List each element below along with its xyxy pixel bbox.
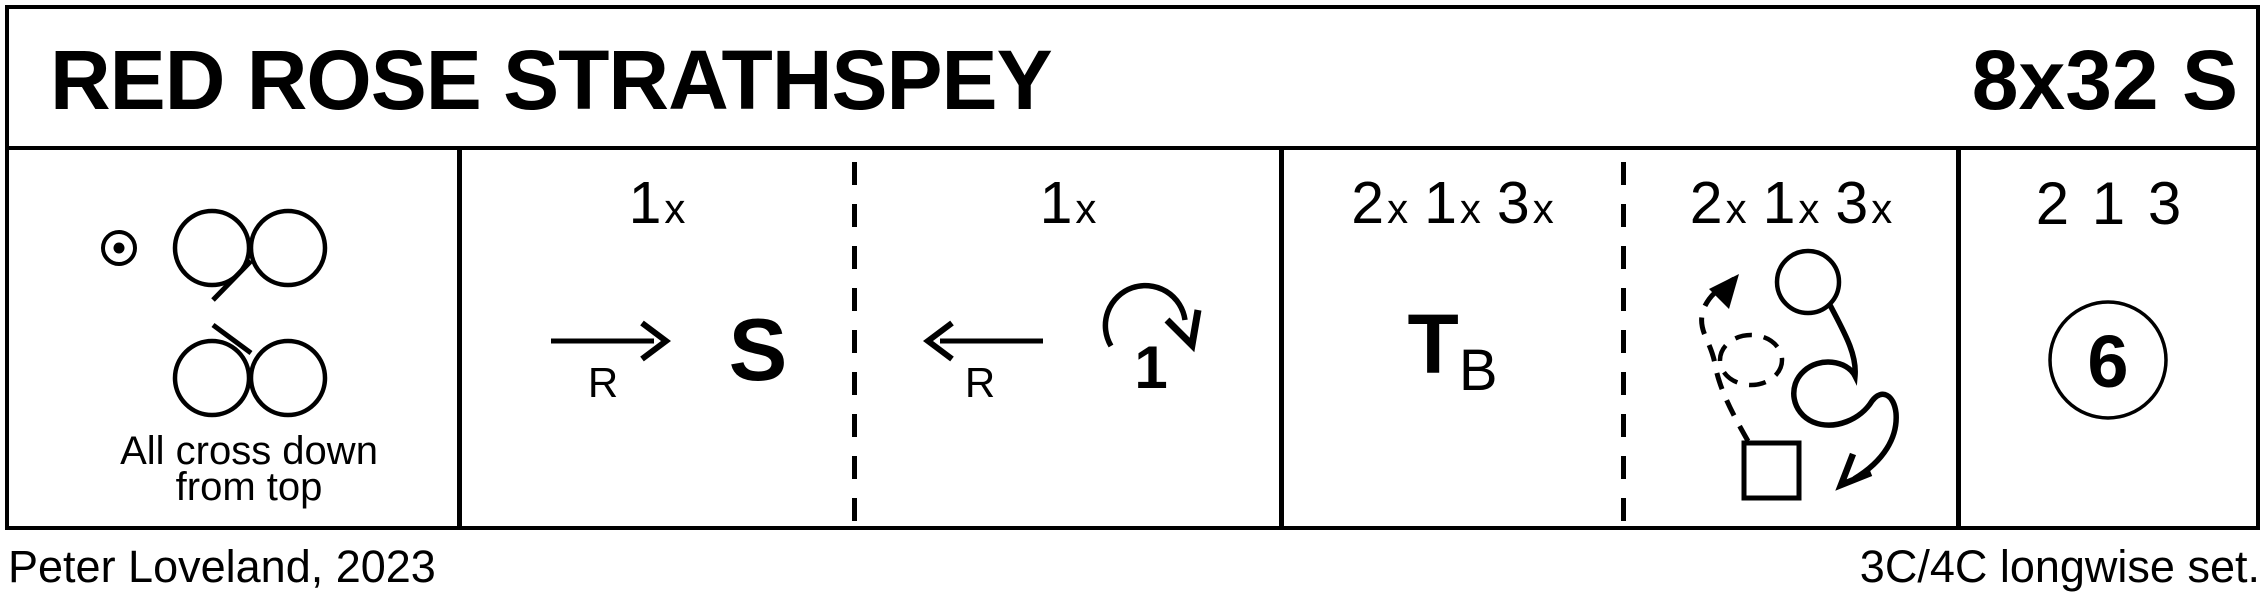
footer: Peter Loveland, 2023 3C/4C longwise set. bbox=[8, 544, 2260, 589]
cell-divider-solid bbox=[457, 150, 462, 526]
repeat-sub: x bbox=[1387, 185, 1409, 232]
repeat-sub: x bbox=[1725, 185, 1747, 232]
woman-ghost-ellipse bbox=[1717, 332, 1785, 388]
repeat-num: 3 bbox=[1835, 170, 1869, 236]
repeat-count: 2x 1x 3x bbox=[1626, 174, 1956, 233]
cell-divider-solid bbox=[1279, 150, 1284, 526]
dancer-circle bbox=[172, 338, 252, 418]
turn-arc-icon bbox=[1102, 282, 1188, 348]
turn-symbol-group: TB bbox=[1284, 302, 1621, 400]
repeat-num: 3 bbox=[1496, 170, 1530, 236]
repeat-num: 1 bbox=[1424, 170, 1457, 236]
repeat-sub: x bbox=[1871, 185, 1893, 232]
cell-figure-1: 1x R S bbox=[462, 150, 852, 526]
repeat-token: 3x bbox=[1835, 174, 1892, 233]
repeat-token: 1x bbox=[1040, 174, 1097, 233]
cell-divider-solid bbox=[1956, 150, 1961, 526]
dance-title: RED ROSE STRATHSPEY bbox=[50, 33, 1053, 127]
repeat-count: 2x 1x 3x bbox=[1284, 174, 1621, 233]
bars-count: 6 bbox=[2087, 320, 2128, 403]
end-position-diagram: 6 bbox=[2048, 300, 2168, 420]
start-caption-line2: from top bbox=[175, 465, 323, 509]
facing-tail bbox=[211, 322, 253, 356]
repeat-time-signature: 8x32 S bbox=[1971, 33, 2238, 127]
cell-divider-dashed bbox=[852, 150, 857, 526]
set-type: 3C/4C longwise set. bbox=[1859, 541, 2260, 592]
dancer-circle bbox=[248, 338, 328, 418]
repeat-sub: x bbox=[664, 185, 686, 232]
repeat-num: 1 bbox=[628, 170, 662, 236]
cell-end-position: 2 1 3 6 bbox=[1961, 150, 2256, 526]
woman-circle bbox=[1774, 248, 1842, 316]
facing-tail bbox=[211, 259, 253, 302]
start-caption-line1: All cross down bbox=[120, 429, 378, 473]
title-bar: RED ROSE STRATHSPEY 8x32 S bbox=[5, 5, 2260, 146]
repeat-num: 2 bbox=[1351, 170, 1385, 236]
start-caption: All cross down from top bbox=[25, 429, 473, 509]
repeat-sub: x bbox=[1798, 185, 1820, 232]
top-of-set-marker-dot bbox=[113, 242, 125, 254]
top-of-set-marker-icon bbox=[101, 230, 137, 266]
man-square bbox=[1741, 440, 1802, 501]
right-arrowhead-icon bbox=[640, 320, 671, 362]
left-arrowhead-icon bbox=[923, 320, 954, 362]
bars-circle bbox=[2048, 300, 2168, 420]
repeat-token: 3x bbox=[1497, 174, 1554, 233]
cell-divider-dashed bbox=[1621, 150, 1626, 526]
repeat-sub: x bbox=[1459, 185, 1481, 232]
repeat-count: 1x bbox=[462, 174, 852, 233]
turn-arc-arrowhead-icon bbox=[1164, 309, 1202, 353]
progression-order: 2 1 3 bbox=[2035, 170, 2182, 237]
cell-figure-2: 1x R 1 bbox=[857, 150, 1279, 526]
solid-track-path bbox=[1791, 303, 1899, 482]
figure-4-track-diagram bbox=[1699, 248, 1899, 501]
repeat-token: 2x bbox=[1690, 174, 1747, 233]
hand-label: R bbox=[965, 359, 995, 406]
repeat-num: 2 bbox=[1689, 170, 1723, 236]
strathspey-symbol: S bbox=[729, 300, 788, 399]
solid-track-arrowhead-icon bbox=[1835, 452, 1873, 491]
repeat-token: 1x bbox=[629, 174, 686, 233]
figures-row: All cross down from top 1x R S 1x bbox=[5, 146, 2260, 530]
repeat-token: 1x bbox=[1763, 174, 1820, 233]
author-credit: Peter Loveland, 2023 bbox=[8, 541, 436, 592]
repeat-sub: x bbox=[1075, 185, 1097, 232]
start-position-diagram bbox=[101, 208, 328, 418]
repeat-num: 1 bbox=[1039, 170, 1073, 236]
figure-1-diagram: R S bbox=[551, 300, 788, 406]
repeat-token: 1x bbox=[1424, 174, 1481, 233]
dashed-track-arrowhead-icon bbox=[1709, 274, 1739, 309]
cell-start-position: All cross down from top bbox=[9, 150, 457, 526]
repeat-token: 2x bbox=[1351, 174, 1408, 233]
repeat-count: 1x bbox=[857, 174, 1279, 233]
repeat-num: 1 bbox=[1762, 170, 1796, 236]
hand-label: R bbox=[588, 359, 618, 406]
turn-symbol: T bbox=[1407, 297, 1459, 391]
turn-symbol-sub: B bbox=[1458, 338, 1498, 403]
figure-2-diagram: R 1 bbox=[923, 282, 1202, 406]
dancer-circle bbox=[248, 208, 328, 288]
repeat-sub: x bbox=[1532, 185, 1554, 232]
couple-number: 1 bbox=[1134, 334, 1167, 401]
